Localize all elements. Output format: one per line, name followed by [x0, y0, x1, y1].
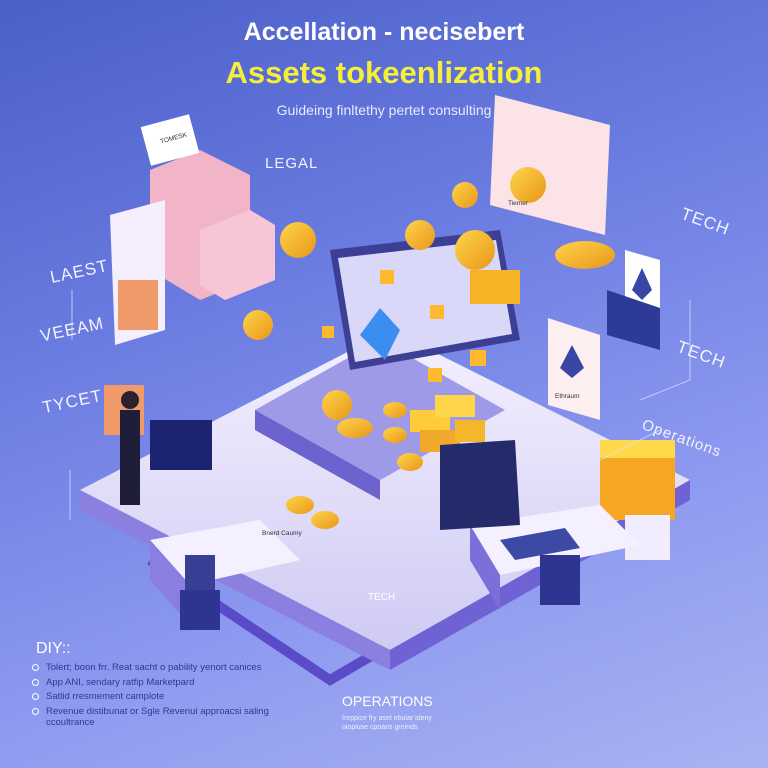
- diy-item: App ANI, sendary ratfip Marketpard: [30, 677, 270, 689]
- diy-item: Revenue distibunat or Sgle Revenui appro…: [30, 706, 270, 729]
- sitting-person: [185, 555, 215, 595]
- operations-description: Ireppice fry aset ebolar ideny oiopiuse …: [342, 715, 432, 731]
- main-platform: [80, 330, 690, 650]
- operations-heading: OPERATIONS: [342, 693, 433, 709]
- gold-bars: [410, 270, 520, 452]
- building: [104, 114, 275, 435]
- header-subtitle: Assets tokeenlization: [225, 55, 543, 90]
- standing-person: [120, 410, 140, 505]
- right-boxes: [600, 440, 675, 560]
- header-title: Accellation - necisebert: [243, 18, 525, 46]
- label-legal: LEGAL: [265, 155, 319, 172]
- label-tech-center: TECH: [368, 592, 396, 603]
- diy-item: Satlid rresmement camplote: [30, 691, 270, 703]
- coins-tag: Bnerd Caumy: [262, 530, 302, 537]
- cubes: [322, 270, 486, 382]
- coins: [243, 182, 615, 529]
- diy-list: Tolert; boon frr. Reat sacht o pability …: [30, 662, 270, 732]
- ethereum-card-label: Ethraum: [555, 393, 580, 400]
- token-crystal: [360, 308, 400, 360]
- dashboard-monitor: [440, 440, 520, 530]
- ethereum-cards: [548, 250, 660, 420]
- app-screen-label: Tiemer: [508, 200, 528, 207]
- desk-left: [120, 391, 300, 630]
- header-tagline: Guideing finltethy pertet consulting: [276, 102, 492, 118]
- office-chair: [540, 555, 580, 605]
- diy-heading: DIY::: [36, 640, 71, 657]
- diy-item: Tolert; boon frr. Reat sacht o pability …: [30, 662, 270, 674]
- desk-right: [440, 440, 640, 610]
